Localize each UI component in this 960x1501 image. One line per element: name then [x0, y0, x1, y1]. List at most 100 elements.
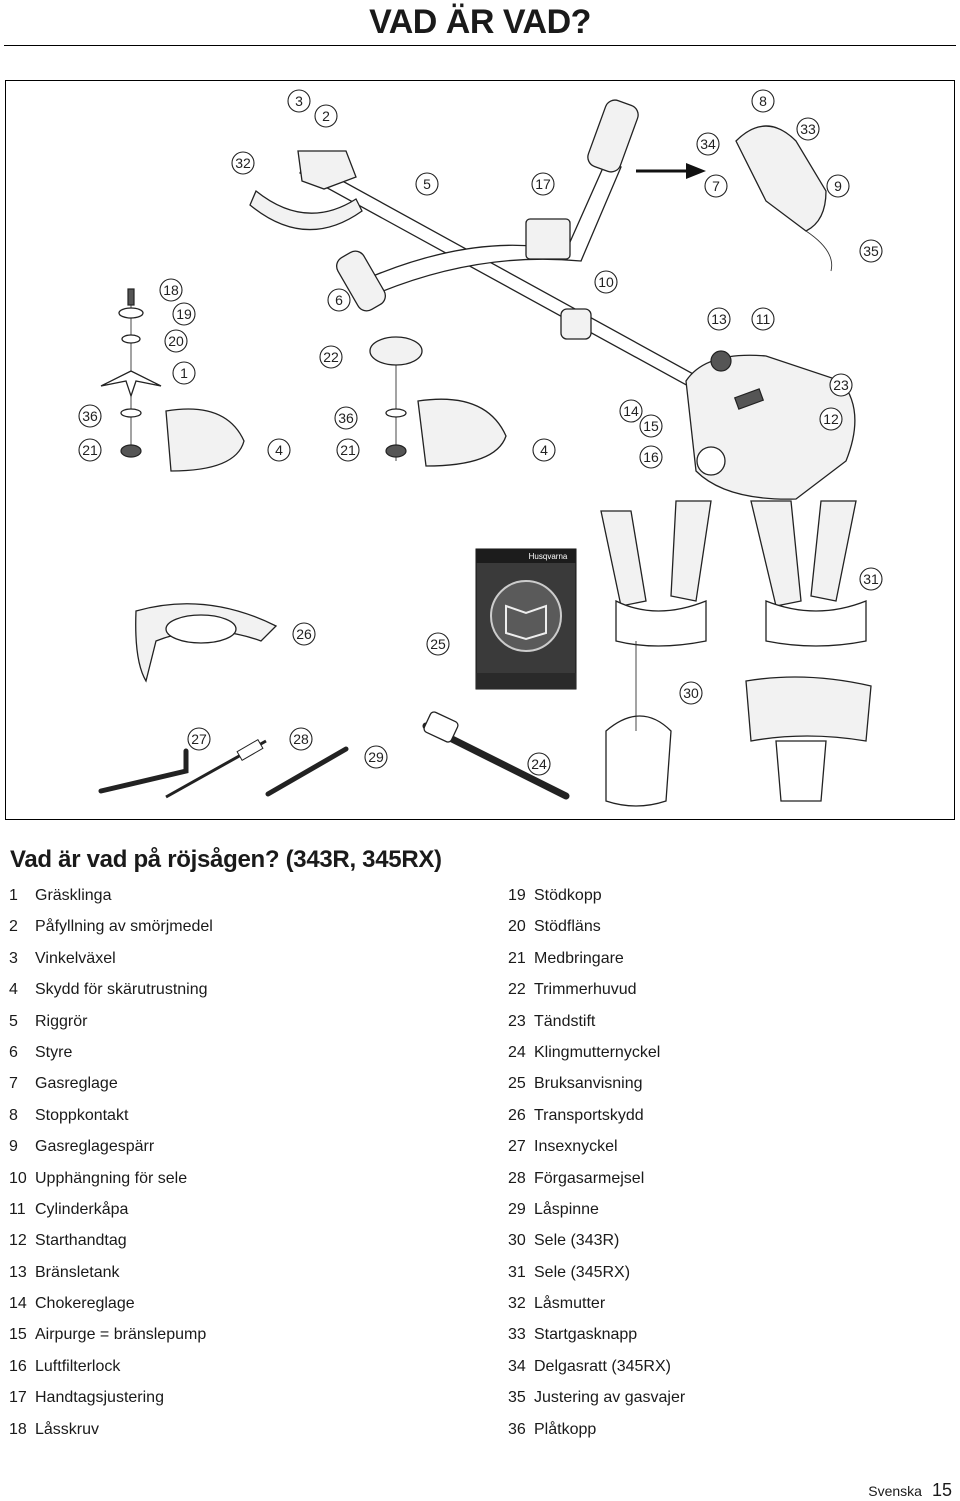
callout-17: 17: [531, 172, 555, 196]
part-label: Trimmerhuvud: [534, 981, 637, 999]
svg-text:13: 13: [711, 311, 727, 327]
part-number: 23: [508, 1012, 526, 1030]
svg-text:1: 1: [180, 365, 188, 381]
part-label: Vinkelväxel: [35, 949, 116, 967]
part-label: Luftfilterlock: [35, 1357, 121, 1375]
blade-assembly-drawing: [100, 288, 245, 472]
svg-text:2: 2: [322, 108, 330, 124]
harness-drawing: [600, 500, 872, 807]
part-label: Bränsletank: [35, 1263, 120, 1281]
part-number: 27: [508, 1138, 526, 1156]
part-label: Gasreglagespärr: [35, 1138, 155, 1156]
section-title: Vad är vad på röjsågen? (343R, 345RX): [10, 846, 442, 873]
svg-text:3: 3: [295, 93, 303, 109]
part-number: 24: [508, 1043, 526, 1061]
svg-text:32: 32: [235, 155, 251, 171]
parts-illustration-svg: Husqvarna 3 2 32 5 17 8 33 34 7 9: [78, 89, 883, 807]
list-item: 18 Låsskruv: [9, 1414, 213, 1445]
svg-text:33: 33: [800, 121, 816, 137]
part-label: Sele (343R): [534, 1232, 620, 1250]
part-label: Riggrör: [35, 1012, 88, 1030]
part-number: 19: [508, 887, 526, 904]
part-number: 4: [9, 981, 18, 999]
part-number: 13: [9, 1263, 27, 1281]
air-filter-knob-drawing: [696, 446, 726, 476]
part-label: Transportskydd: [534, 1106, 644, 1124]
part-number: 31: [508, 1263, 526, 1281]
callout-23: 23: [829, 373, 853, 397]
callout-12: 12: [819, 407, 843, 431]
part-number: 36: [508, 1420, 526, 1438]
throttle-handle-drawing: [636, 125, 833, 272]
part-label: Delgasratt (345RX): [534, 1357, 671, 1375]
part-label: Cylinderkåpa: [35, 1200, 129, 1218]
svg-text:17: 17: [535, 176, 551, 192]
hex-key-drawing: [98, 748, 189, 794]
part-label: Låsskruv: [35, 1420, 100, 1438]
callout-20: 20: [164, 329, 188, 353]
svg-text:28: 28: [293, 731, 309, 747]
svg-text:9: 9: [834, 178, 842, 194]
svg-text:34: 34: [700, 136, 716, 152]
part-number: 26: [508, 1106, 526, 1124]
callout-30: 30: [679, 681, 703, 705]
callout-13: 13: [707, 307, 731, 331]
callout-9: 9: [826, 174, 850, 198]
callout-3: 3: [287, 89, 311, 113]
part-number: 10: [9, 1169, 27, 1187]
callout-18: 18: [159, 278, 183, 302]
part-number: 14: [9, 1295, 27, 1313]
part-label: Gräsklinga: [35, 887, 112, 904]
part-label: Upphängning för sele: [35, 1169, 188, 1187]
part-number: 1: [9, 887, 18, 904]
callout-26: 26: [292, 622, 316, 646]
callout-29: 29: [364, 745, 388, 769]
svg-text:22: 22: [323, 349, 339, 365]
part-label: Medbringare: [534, 949, 624, 967]
trimmer-head-assembly-drawing: [369, 336, 507, 467]
svg-text:8: 8: [759, 93, 767, 109]
locking-pin-drawing: [265, 746, 349, 797]
part-number: 25: [508, 1075, 526, 1093]
svg-text:4: 4: [540, 442, 548, 458]
part-number: 29: [508, 1200, 526, 1218]
callout-8: 8: [751, 89, 775, 113]
engine-vents-drawing: [733, 388, 765, 410]
part-number: 12: [9, 1232, 27, 1250]
title-rule: [4, 45, 956, 46]
callout-5: 5: [415, 172, 439, 196]
part-label: Gasreglage: [35, 1075, 118, 1093]
svg-text:21: 21: [82, 442, 98, 458]
part-label: Klingmutternyckel: [534, 1043, 661, 1061]
left-grip-drawing: [336, 250, 386, 312]
part-number: 18: [9, 1420, 27, 1438]
part-label: Airpurge = bränslepump: [35, 1326, 207, 1344]
part-number: 6: [9, 1043, 18, 1061]
part-label: Stödfläns: [534, 918, 601, 936]
part-label: Tändstift: [534, 1012, 596, 1030]
callout-22: 22: [319, 345, 343, 369]
svg-text:26: 26: [296, 626, 312, 642]
manual-brand-text: Husqvarna: [529, 552, 568, 561]
list-item: 13 Bränsletank: [9, 1257, 213, 1288]
part-number: 28: [508, 1169, 526, 1187]
